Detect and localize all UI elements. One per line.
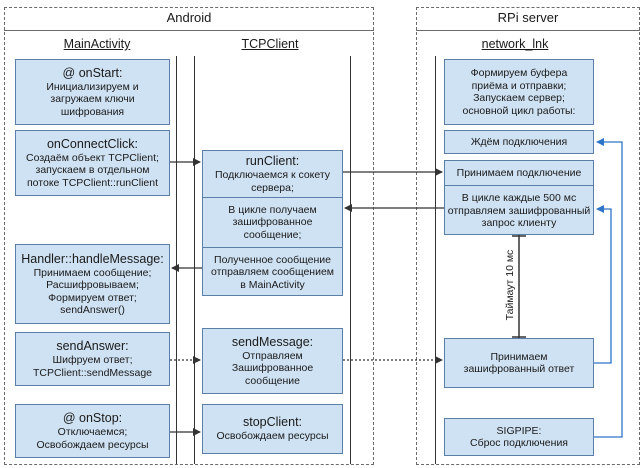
feedback-receive-to-loop (594, 205, 612, 364)
runclient-connect-text: Подключаемся к сокету сервера; (214, 169, 331, 194)
lifeline-network-left (435, 56, 436, 464)
lane-title-tcpclient: TCPClient (241, 37, 299, 51)
onstop-box: @ onStop: Отключаемся; Освобождаем ресур… (15, 404, 170, 458)
runclient-box: runClient: Подключаемся к сокету сервера… (202, 150, 343, 296)
sigpipe-text: SIGPIPE: Сброс подключения (469, 424, 568, 450)
wait-connection-box: Ждём подключения (444, 130, 594, 154)
onconnectclick-box: onConnectClick: Создаём объект TCPClient… (15, 130, 170, 196)
receive-answer-box: Принимаем зашифрованный ответ (444, 338, 594, 388)
android-frame-title: Android (166, 10, 212, 25)
sendmessage-box: sendMessage: Отправляем Зашифрованное со… (202, 328, 343, 394)
sendanswer-box: sendAnswer: Шифруем ответ; TCPClient::se… (15, 332, 170, 386)
onstop-text: Отключаемся; Освобождаем ресурсы (36, 426, 149, 451)
sendanswer-text: Шифруем ответ; TCPClient::sendMessage (32, 354, 153, 379)
server-init-text: Формируем буфера приёма и отправки; Запу… (462, 67, 576, 117)
sendmessage-text: Отправляем Зашифрованное сообщение (231, 349, 314, 387)
onstart-text: Инициализируем и загружаем ключи шифрова… (46, 80, 139, 118)
lane-title-network-lnk: network_lnk (481, 37, 549, 51)
rpi-server-frame (416, 7, 640, 465)
send-request-loop-text: В цикле каждые 500 мс отправляем зашифро… (447, 192, 591, 230)
feedback-sigpipe-to-wait (594, 138, 623, 438)
lane-title-mainactivity: MainActivity (63, 37, 131, 51)
server-init-box: Формируем буфера приёма и отправки; Запу… (444, 59, 594, 125)
sigpipe-box: SIGPIPE: Сброс подключения (444, 418, 594, 456)
onconnectclick-text: Создаём объект TCPClient; запускаем в от… (26, 151, 159, 189)
handlemessage-box: Handler::handleMessage: Принимаем сообще… (15, 244, 170, 324)
onstart-box: @ onStart: Инициализируем и загружаем кл… (15, 59, 170, 125)
rpi-frame-title: RPi server (497, 10, 559, 25)
sendanswer-title: sendAnswer: (56, 339, 129, 353)
onstop-title: @ onStop: (62, 411, 123, 425)
android-header-divider (4, 30, 374, 31)
lifeline-mainactivity (176, 56, 177, 464)
timeout-label: Таймаут 10 мс (504, 249, 516, 321)
handlemessage-text: Принимаем сообщение; Расшифровываем; Фор… (33, 266, 152, 317)
stopclient-text: Освобождаем ресурсы (216, 430, 329, 443)
wait-connection-text: Ждём подключения (470, 135, 568, 148)
onstart-title: @ onStart: (62, 65, 123, 80)
handlemessage-title: Handler::handleMessage: (21, 251, 164, 266)
android-frame (4, 7, 374, 465)
stopclient-box: stopClient: Освобождаем ресурсы (202, 404, 343, 454)
sendmessage-title: sendMessage: (231, 334, 314, 349)
server-loop-box: Принимаем подключение В цикле каждые 500… (444, 160, 594, 235)
stopclient-title: stopClient: (242, 415, 303, 430)
onconnectclick-title: onConnectClick: (46, 136, 138, 151)
accept-connection-text: Принимаем подключение (456, 166, 582, 179)
runclient-title: runClient: (245, 154, 300, 168)
lifeline-tcpclient-left (194, 56, 195, 464)
receive-answer-text: Принимаем зашифрованный ответ (463, 350, 575, 376)
rpi-header-divider (416, 30, 640, 31)
lifeline-tcpclient-right (350, 56, 351, 464)
runclient-forward-text: Полученное сообщение отправляем сообщени… (210, 253, 335, 291)
runclient-receive-text: В цикле получаем зашифрованное сообщение… (228, 203, 317, 241)
